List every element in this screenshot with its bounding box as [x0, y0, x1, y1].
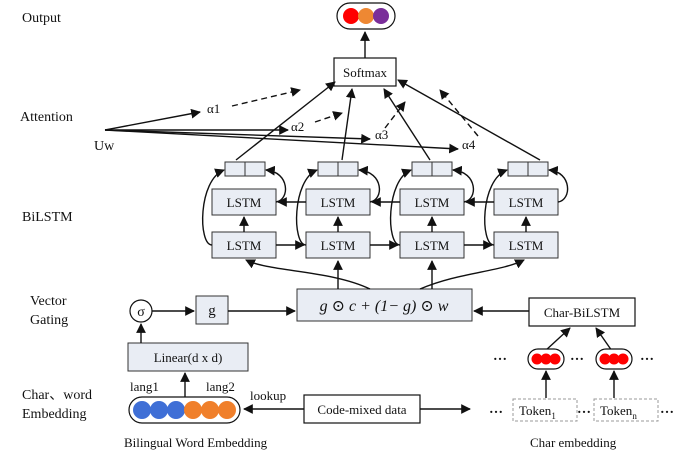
uw-label: Uw	[94, 139, 115, 154]
gating-formula-box	[296, 288, 473, 322]
alpha-2-dashed-arrow	[314, 111, 343, 123]
word-dot-lang1-1	[133, 401, 151, 419]
output-dot-2	[358, 8, 374, 24]
ellipsis-3: …	[640, 349, 654, 364]
alpha-2-label: α2	[291, 119, 304, 134]
lang2-label: lang2	[206, 379, 235, 394]
softmax-box	[333, 57, 397, 87]
g-box	[195, 295, 229, 325]
token-n-word: Token	[600, 403, 633, 418]
lstm-label: LSTM	[415, 195, 450, 210]
char-bilstm-box	[528, 297, 636, 327]
token-n-label: Tokenn	[600, 403, 637, 421]
uw-arrow-4	[104, 129, 459, 154]
lstm-label: LSTM	[509, 238, 544, 253]
char-dot	[599, 353, 611, 365]
char-dot	[540, 353, 552, 365]
bilstm-column-3: LSTM LSTM	[389, 161, 475, 259]
code-mixed-box	[303, 394, 421, 424]
char-dot	[549, 353, 561, 365]
word-dot-lang1-3	[167, 401, 185, 419]
lstm-label: LSTM	[415, 238, 450, 253]
layer-label-gating: Gating	[30, 313, 68, 328]
lstm-label: LSTM	[509, 195, 544, 210]
token-1-label: Token1	[519, 403, 556, 421]
token-n-subscript: n	[632, 411, 637, 421]
linear-label: Linear(d x d)	[154, 350, 223, 365]
softmax-label: Softmax	[343, 65, 388, 80]
layer-label-char-word: Char、word	[22, 388, 92, 403]
char-dot	[617, 353, 629, 365]
token-1-word: Token	[519, 403, 552, 418]
alpha-3-label: α3	[375, 127, 388, 142]
lstm-label: LSTM	[321, 238, 356, 253]
lstm-label: LSTM	[321, 195, 356, 210]
gate-3-to-softmax	[383, 88, 431, 161]
lang1-label: lang1	[130, 379, 159, 394]
code-mixed-label: Code-mixed data	[317, 402, 406, 417]
alpha-3-dashed-arrow	[384, 101, 406, 129]
char-caption: Char embedding	[530, 435, 617, 450]
layer-label-vector: Vector	[30, 294, 67, 309]
gate-4-to-softmax	[397, 79, 541, 161]
ellipsis-1: …	[493, 349, 507, 364]
char-dots-1-to-bilstm	[544, 327, 571, 352]
gating-formula: g ⊙ c + (1− g) ⊙ w	[320, 298, 449, 315]
ellipsis-2: …	[570, 349, 584, 364]
layer-label-attention: Attention	[20, 110, 73, 125]
ellipsis-6: …	[660, 402, 674, 417]
layer-label-embedding: Embedding	[22, 407, 87, 422]
token-1-box	[512, 398, 578, 422]
sigma-label: σ	[137, 305, 145, 320]
ellipsis-5: …	[577, 402, 591, 417]
bilstm-column-4: LSTM LSTM	[484, 161, 569, 259]
char-dot	[531, 353, 543, 365]
output-dot-1	[343, 8, 359, 24]
lstm-label: LSTM	[227, 195, 262, 210]
lookup-label: lookup	[250, 388, 286, 403]
char-bilstm-label: Char-BiLSTM	[544, 305, 621, 320]
bilstm-column-1: LSTM LSTM	[202, 161, 287, 259]
formula-to-lstm-4	[419, 259, 525, 290]
word-dot-lang2-1	[184, 401, 202, 419]
token-n-box	[593, 398, 659, 422]
uw-arrow-3	[104, 129, 371, 144]
linear-box	[127, 342, 249, 372]
char-dots-2-to-bilstm	[595, 327, 613, 352]
uw-arrow-1	[104, 108, 201, 131]
lstm-label: LSTM	[227, 238, 262, 253]
char-dot	[608, 353, 620, 365]
alpha-1-label: α1	[207, 101, 220, 116]
layer-label-bilstm: BiLSTM	[22, 210, 73, 225]
g-label: g	[208, 303, 216, 319]
lstm-backward-4	[493, 231, 559, 259]
ellipsis-4: …	[489, 402, 503, 417]
layer-label-output: Output	[22, 11, 61, 26]
word-dot-lang2-2	[201, 401, 219, 419]
alpha-4-label: α4	[462, 137, 476, 152]
bilstm-column-2: LSTM LSTM	[295, 161, 381, 259]
alpha-4-dashed-arrow	[439, 89, 479, 137]
word-dot-lang1-2	[150, 401, 168, 419]
word-dot-lang2-3	[218, 401, 236, 419]
output-dot-3	[373, 8, 389, 24]
alpha-1-dashed-arrow	[231, 87, 301, 107]
token-1-subscript: 1	[551, 411, 556, 421]
gate-1-to-softmax	[235, 81, 336, 161]
formula-to-lstm-1	[245, 259, 371, 290]
bilingual-caption: Bilingual Word Embedding	[124, 435, 268, 450]
gate-2-to-softmax	[341, 88, 356, 161]
